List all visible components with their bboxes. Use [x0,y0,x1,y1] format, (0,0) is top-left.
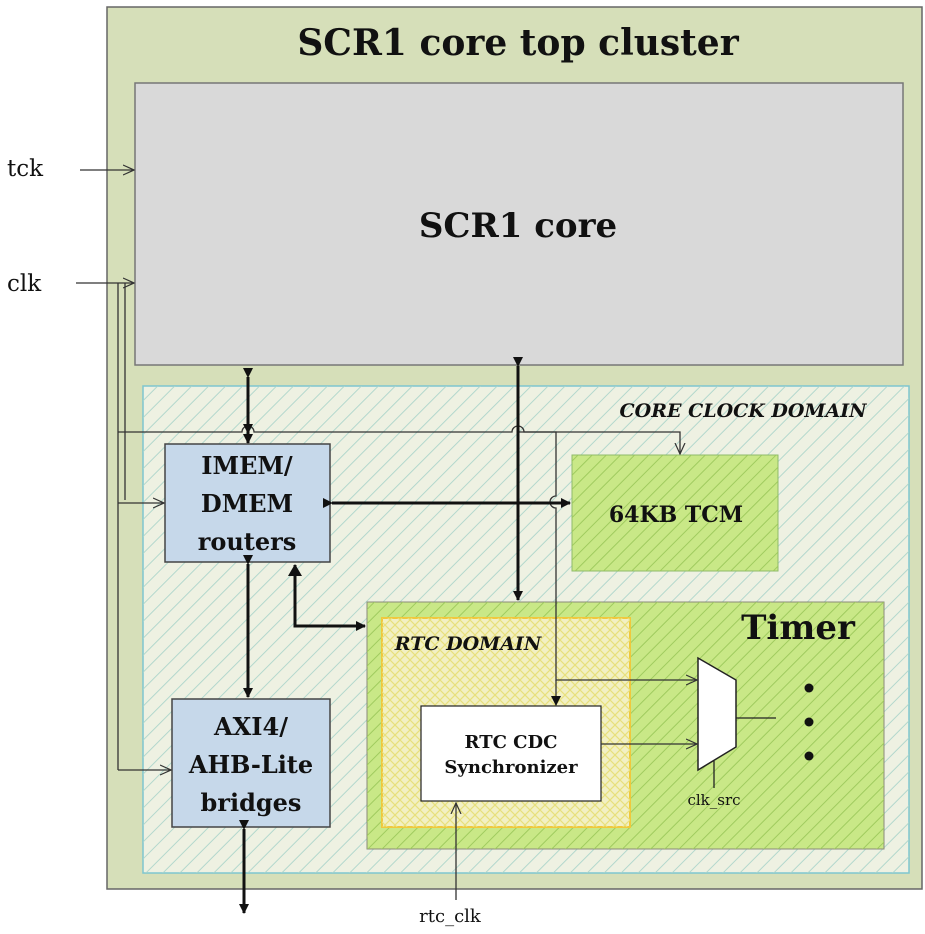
rtc-domain-label: RTC DOMAIN [394,633,542,655]
sync-box [420,705,602,802]
bridges-box [171,698,331,828]
bus-routers-timer-head [288,564,302,576]
core-clock-domain-label: CORE CLOCK DOMAIN [620,400,868,422]
sync-line-1: RTC CDC [465,732,558,753]
mux-dot-3 [804,751,814,761]
clk-src-label: clk_src [687,791,740,809]
bridges-line-3: bridges [201,788,302,817]
bridges-line-2: AHB-Lite [188,750,313,779]
rtc-clk-label: rtc_clk [419,906,482,927]
mux-dot-2 [804,717,814,727]
core-box [134,82,904,366]
routers-line-2: DMEM [201,489,293,518]
tck-label: tck [7,156,44,182]
bus-routers-timer [293,565,366,631]
cluster-title: SCR1 core top cluster [297,22,739,64]
clk-label: clk [7,271,42,297]
routers-box [164,443,331,563]
tcm-label: 64KB TCM [609,502,743,528]
timer-title: Timer [741,608,856,648]
mux-dot-1 [804,683,814,693]
routers-line-1: IMEM/ [201,451,293,480]
routers-line-3: routers [198,527,297,556]
bridges-line-1: AXI4/ [213,712,288,741]
clock-mux [697,656,737,772]
sync-line-2: Synchronizer [444,757,578,778]
core-title: SCR1 core [419,206,617,246]
